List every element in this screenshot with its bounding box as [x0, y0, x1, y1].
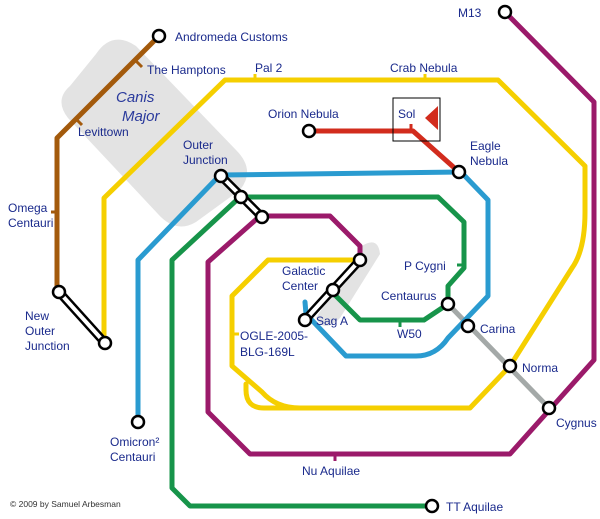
label-cygnus: Cygnus	[556, 416, 597, 430]
label-galactic-2: Center	[282, 279, 318, 293]
line-yellow-inner	[229, 257, 363, 411]
label-ogle-1: OGLE-2005-	[240, 329, 308, 343]
credit-text: © 2009 by Samuel Arbesman	[10, 499, 121, 509]
label-w50: W50	[397, 327, 422, 341]
tick-levittown	[74, 117, 84, 127]
label-pal-2: Pal 2	[255, 61, 283, 75]
station-outer-junction-b[interactable]	[233, 189, 249, 205]
label-ogle-2: BLG-169L	[240, 345, 295, 359]
label-the-hamptons: The Hamptons	[147, 63, 226, 77]
station-omicron-centauri[interactable]	[130, 414, 146, 430]
station-outer-junction-c[interactable]	[254, 209, 270, 225]
region-label-canis: Canis	[116, 89, 155, 106]
label-p-cygni: P Cygni	[404, 259, 446, 273]
line-purple	[205, 9, 597, 457]
line-brown	[54, 33, 162, 295]
line-blue	[135, 169, 491, 425]
region-label-major: Major	[122, 108, 161, 125]
label-new-outer-3: Junction	[25, 339, 70, 353]
label-carina: Carina	[480, 322, 516, 336]
label-andromeda-customs: Andromeda Customs	[175, 30, 288, 44]
station-galactic-center-b[interactable]	[325, 282, 341, 298]
label-omicron-2: Centauri	[110, 450, 155, 464]
station-orion-nebula[interactable]	[301, 123, 317, 139]
label-tt-aquilae: TT Aquilae	[446, 500, 503, 514]
station-carina[interactable]	[460, 318, 476, 334]
station-m13[interactable]	[497, 4, 513, 20]
station-tt-aquilae[interactable]	[424, 498, 440, 514]
label-nu-aquilae: Nu Aquilae	[302, 464, 360, 478]
station-norma[interactable]	[502, 358, 518, 374]
label-new-outer-1: New	[25, 309, 49, 323]
label-omega-1: Omega	[8, 201, 48, 215]
label-outer-junction-1: Outer	[183, 138, 213, 152]
sol-label-box	[392, 97, 441, 142]
label-galactic-1: Galactic	[282, 264, 325, 278]
line-red	[306, 128, 462, 175]
label-orion-nebula: Orion Nebula	[268, 107, 339, 121]
label-sag-a: Sag A	[316, 314, 348, 328]
station-cygnus[interactable]	[541, 400, 557, 416]
sol-flag-icon	[425, 106, 438, 130]
station-new-outer-junction-a[interactable]	[51, 284, 67, 300]
station-sag-a[interactable]	[297, 312, 313, 328]
tick-the-hamptons	[134, 59, 144, 69]
label-centaurus: Centaurus	[381, 289, 436, 303]
label-sol: Sol	[398, 107, 415, 121]
label-norma: Norma	[522, 361, 558, 375]
label-levittown: Levittown	[78, 125, 129, 139]
station-andromeda-customs[interactable]	[151, 28, 167, 44]
label-omega-2: Centauri	[8, 216, 53, 230]
line-green	[169, 194, 467, 509]
label-new-outer-2: Outer	[25, 324, 55, 338]
line-yellow-outer	[101, 77, 588, 411]
label-eagle-2: Nebula	[470, 154, 508, 168]
station-galactic-center-a[interactable]	[352, 252, 368, 268]
label-m13: M13	[458, 6, 482, 20]
label-omicron-1: Omicron²	[110, 435, 159, 449]
label-crab-nebula: Crab Nebula	[390, 61, 458, 75]
station-centaurus[interactable]	[440, 296, 456, 312]
label-eagle-1: Eagle	[470, 139, 501, 153]
station-eagle-nebula[interactable]	[451, 164, 467, 180]
station-new-outer-junction-b[interactable]	[97, 335, 113, 351]
label-outer-junction-2: Junction	[183, 153, 228, 167]
transfer-new-outer-junction-inner	[57, 290, 107, 345]
station-outer-junction-a[interactable]	[213, 168, 229, 184]
